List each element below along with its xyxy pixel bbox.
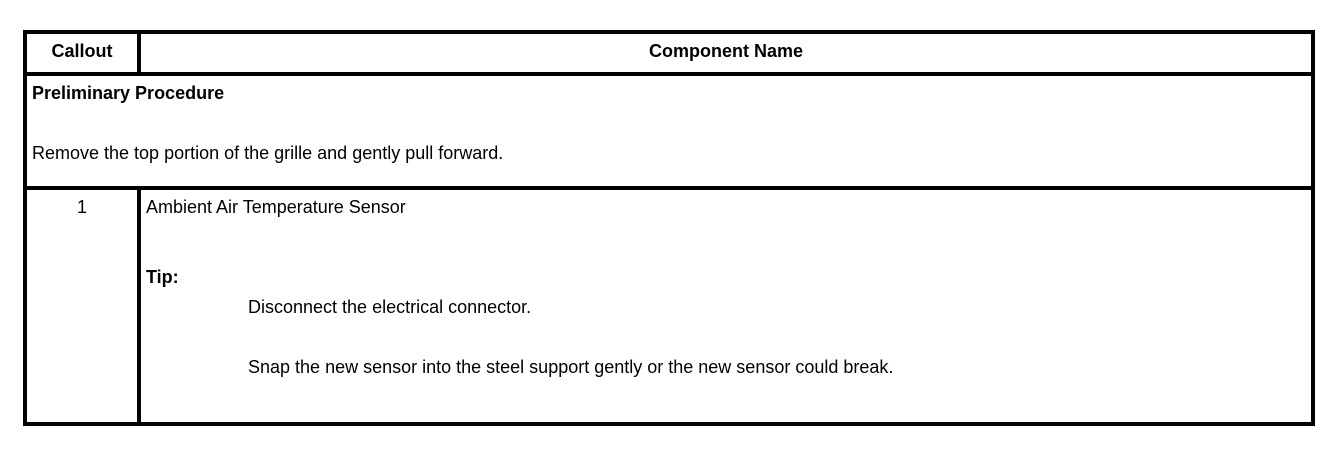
preliminary-procedure-cell: Preliminary Procedure Remove the top por… — [23, 72, 1315, 190]
callout-number: 1 — [23, 186, 141, 426]
component-name-column-header: Component Name — [137, 30, 1315, 76]
preliminary-procedure-instruction: Remove the top portion of the grille and… — [32, 143, 504, 163]
tip-label: Tip: — [146, 267, 179, 287]
component-cell: Ambient Air Temperature Sensor Tip: Disc… — [137, 186, 1315, 426]
blank-line — [32, 108, 1306, 138]
component-callout-table: Callout Component Name Preliminary Proce… — [23, 30, 1315, 426]
blank-line — [146, 222, 1306, 252]
tip-item: Disconnect the electrical connector. — [248, 297, 532, 317]
preliminary-procedure-title: Preliminary Procedure — [32, 83, 225, 103]
blank-line — [146, 322, 1306, 352]
callout-column-header: Callout — [23, 30, 141, 76]
component-name: Ambient Air Temperature Sensor — [146, 197, 406, 217]
preliminary-procedure-row: Preliminary Procedure Remove the top por… — [23, 72, 1315, 190]
tip-item: Snap the new sensor into the steel suppo… — [248, 357, 894, 377]
table-row: 1 Ambient Air Temperature Sensor Tip: Di… — [23, 186, 1315, 426]
table-header-row: Callout Component Name — [23, 30, 1315, 76]
